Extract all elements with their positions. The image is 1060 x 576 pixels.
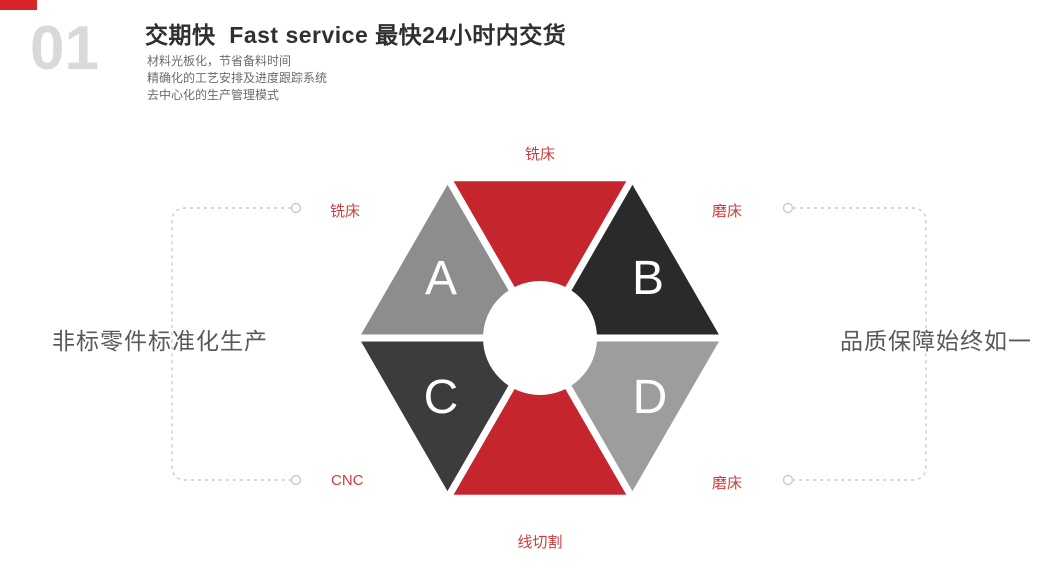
label-left-cnc: CNC <box>331 472 364 489</box>
description-line-3: 去中心化的生产管理模式 <box>147 88 280 102</box>
left-connector-line <box>171 207 291 481</box>
left-caption: 非标零件标准化生产 <box>52 328 268 354</box>
segment-letter-d: D <box>633 371 668 424</box>
description-line-2: 精确化的工艺安排及进度跟踪系统 <box>147 71 328 85</box>
segment-letter-a: A <box>425 252 457 305</box>
connector-node-left-top <box>290 202 302 214</box>
section-number: 01 <box>30 14 99 83</box>
description-block: 材料光板化，节省备料时间 精确化的工艺安排及进度跟踪系统 去中心化的生产管理模式 <box>147 53 327 104</box>
label-right-bottom-grinding: 磨床 <box>712 475 743 492</box>
right-connector-line <box>793 207 927 481</box>
connector-node-left-bottom <box>290 474 302 486</box>
label-left-milling: 铣床 <box>330 203 361 220</box>
triangle-d-grinding <box>536 334 729 502</box>
connector-node-right-top <box>782 202 794 214</box>
corner-accent-bar <box>0 0 37 10</box>
center-circle <box>483 281 597 395</box>
connector-node-right-bottom <box>782 474 794 486</box>
description-line-1: 材料光板化，节省备料时间 <box>147 54 292 68</box>
label-bottom-wirecut: 线切割 <box>517 534 563 551</box>
segment-letter-c: C <box>424 371 459 424</box>
segment-letter-b: B <box>632 252 664 305</box>
slide-title: 交期快 Fast service 最快24小时内交货 <box>145 22 567 48</box>
right-caption: 品质保障始终如一 <box>840 328 1032 354</box>
label-top-milling: 铣床 <box>524 146 555 163</box>
label-right-grinding: 磨床 <box>712 203 743 220</box>
